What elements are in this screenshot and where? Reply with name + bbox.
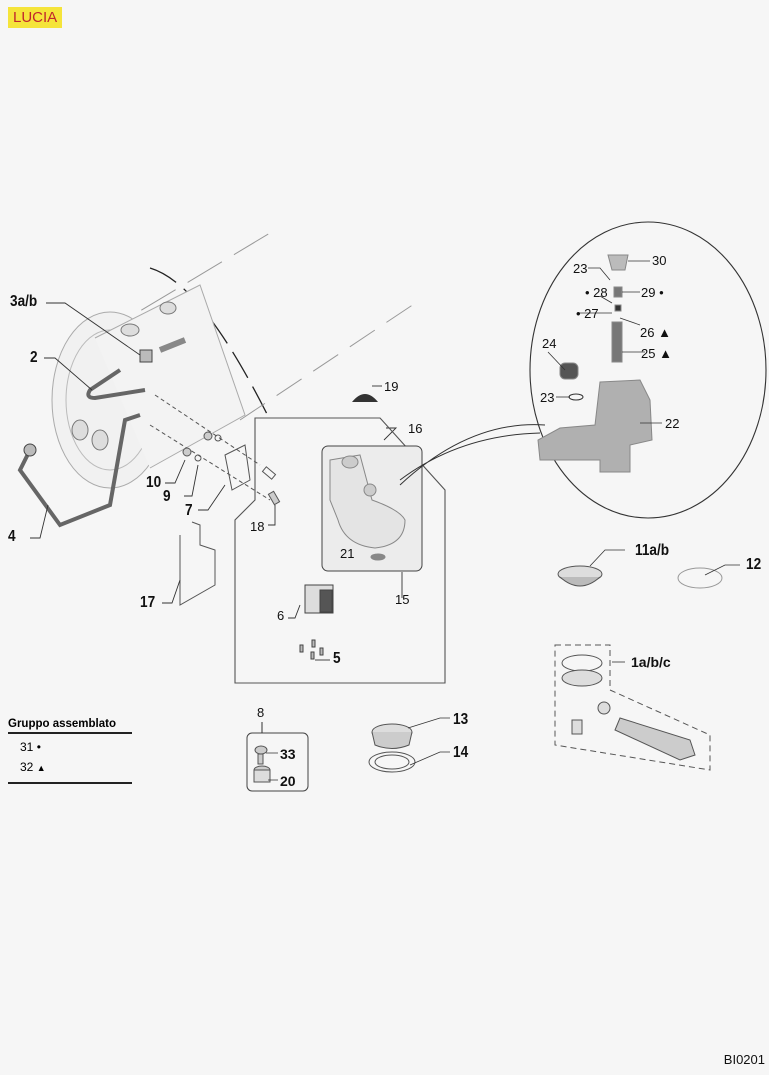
cap-19 [352, 394, 378, 402]
legend-item: 32 ▲ [8, 760, 132, 774]
label-part-15: 15 [395, 592, 410, 607]
label-part-5: 5 [333, 650, 341, 667]
label-part-14: 14 [453, 744, 469, 761]
label-part-20: 20 [280, 773, 296, 789]
drawing-code: BI0201 [723, 1052, 765, 1067]
filter-basket-11ab [557, 565, 603, 587]
label-part-12: 12 [746, 556, 762, 573]
legend-divider [8, 782, 132, 784]
label-part-21: 21 [340, 546, 355, 561]
filter-13-gasket-14 [368, 723, 416, 773]
detail-callout-ellipse [529, 221, 767, 519]
label-part-33: 33 [280, 746, 296, 762]
legend-symbol-dot: • [36, 740, 41, 754]
label-part-17: 17 [140, 594, 156, 611]
label-part-19: 19 [384, 379, 399, 394]
model-title-badge: LUCIA [8, 7, 63, 28]
label-part-7: 7 [185, 502, 193, 519]
label-part-8: 8 [257, 705, 265, 720]
label-part-3ab: 3a/b [10, 293, 38, 310]
label-part-2: 2 [30, 349, 38, 366]
label-part-24: 24 [542, 336, 557, 351]
label-part-10: 10 [146, 474, 162, 491]
legend-number: 32 [20, 760, 34, 774]
label-part-26: 26 ▲ [640, 325, 671, 340]
label-part-29: 29 • [641, 285, 664, 300]
group-8-parts [253, 745, 271, 783]
blind-filter-12 [677, 567, 723, 589]
reservoir-part [329, 454, 406, 561]
legend-symbol-triangle: ▲ [36, 763, 46, 773]
assembly-legend: Gruppo assemblato 31 • 32 ▲ [8, 718, 132, 784]
label-part-16: 16 [408, 421, 423, 436]
label-part-4: 4 [8, 528, 16, 545]
boiler-assembly [17, 229, 421, 606]
label-part-25: 25 ▲ [641, 346, 672, 361]
label-part-18: 18 [250, 519, 265, 534]
label-part-9: 9 [163, 488, 171, 505]
label-part-11ab: 11a/b [635, 542, 670, 559]
assembly-frame-16 [234, 417, 446, 684]
legend-item: 31 • [8, 740, 132, 754]
portafilter-1abc [561, 654, 696, 761]
screws-5 [299, 639, 324, 660]
label-part-30: 30 [652, 253, 667, 268]
portafilter-dashed-outline [554, 644, 711, 771]
group-8-box [246, 732, 309, 792]
legend-heading: Gruppo assemblato [8, 718, 132, 734]
legend-number: 31 [20, 740, 34, 754]
detail-leader-lines [547, 260, 662, 424]
label-part-6: 6 [277, 608, 285, 623]
label-part-1abc: 1a/b/c [631, 654, 671, 670]
label-part-23-bottom: 23 [540, 390, 555, 405]
callout-leader [399, 424, 546, 486]
label-part-23-top: 23 [573, 261, 588, 276]
label-part-13: 13 [453, 711, 469, 728]
group-head-detail [537, 254, 653, 473]
solenoid-valve-6 [304, 584, 334, 614]
label-part-28: • 28 [585, 285, 608, 300]
label-part-22: 22 [665, 416, 680, 431]
label-part-27: • 27 [576, 306, 599, 321]
